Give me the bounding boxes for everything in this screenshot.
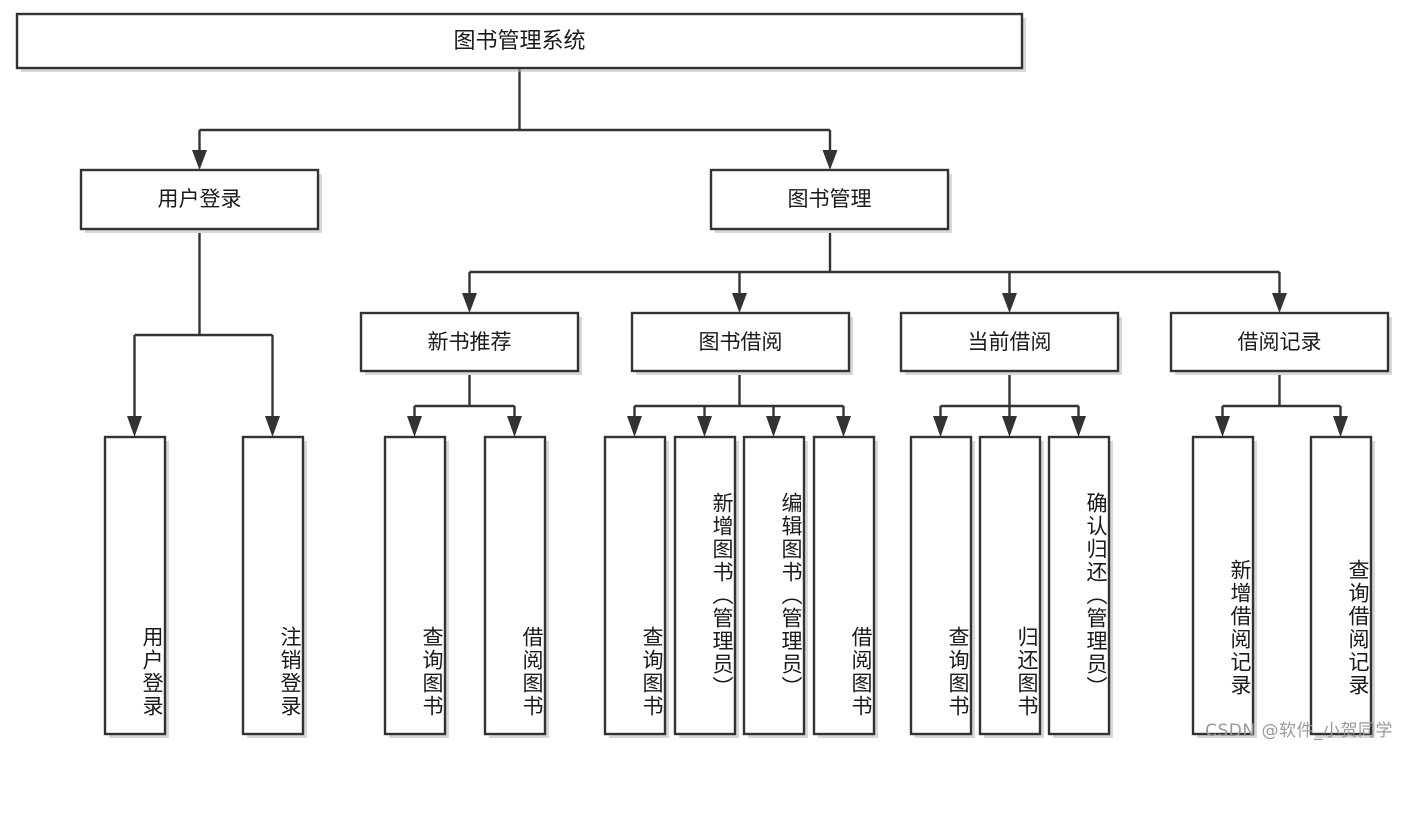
leaf-box-1[interactable]: [241, 435, 305, 736]
book-borrow-label: 图书借阅: [699, 330, 783, 354]
arrow-book-borrow-leaf1: [627, 416, 642, 437]
node-new-book-recommend[interactable]: 新书推荐: [359, 311, 582, 375]
node-user-login[interactable]: 用户登录: [79, 168, 322, 233]
node-borrow-record[interactable]: 借阅记录: [1169, 311, 1392, 375]
arrow-book-borrow-leaf3: [766, 416, 781, 437]
node-book-management[interactable]: 图书管理: [709, 168, 952, 233]
leaf-box-6[interactable]: [742, 435, 806, 736]
leaf-box-12[interactable]: [1309, 435, 1373, 736]
arrow-user-login-leaf2: [265, 416, 280, 437]
arrow-to-current-borrow: [1002, 293, 1017, 313]
node-current-borrow[interactable]: 当前借阅: [899, 311, 1122, 375]
new-book-box: [359, 311, 580, 373]
user-login-label: 用户登录: [158, 187, 242, 211]
new-book-label: 新书推荐: [428, 330, 512, 354]
arrow-current-borrow-leaf3: [1071, 416, 1086, 437]
arrow-new-book-leaf1: [407, 416, 422, 437]
leaf-box-10[interactable]: [1047, 435, 1111, 736]
current-borrow-label: 当前借阅: [968, 330, 1052, 354]
hierarchy-diagram-svg: 图书管理系统 用户登录 图书管理 新书推荐 图书借阅 当前借阅: [15, 12, 1392, 738]
leaf-box-layer: [103, 435, 1375, 738]
borrow-record-box: [1169, 311, 1390, 373]
leaf-box-0[interactable]: [103, 435, 167, 736]
arrow-to-book-mgmt: [822, 150, 838, 170]
arrow-to-borrow-record: [1272, 293, 1287, 313]
leaf-box-2[interactable]: [383, 435, 447, 736]
arrow-user-login-leaf1: [127, 416, 142, 437]
arrow-to-book-borrow: [732, 293, 747, 313]
current-borrow-box: [899, 311, 1120, 373]
leaf-box-7[interactable]: [812, 435, 876, 736]
arrow-book-borrow-leaf2: [697, 416, 712, 437]
leaf-box-3[interactable]: [483, 435, 547, 736]
user-login-box: [79, 168, 320, 231]
arrow-borrow-record-leaf1: [1215, 416, 1230, 437]
diagram-canvas: 图书管理系统 用户登录 图书管理 新书推荐 图书借阅 当前借阅: [15, 12, 1393, 741]
node-root-system[interactable]: 图书管理系统: [15, 12, 1026, 72]
connector-layer: [127, 68, 1348, 437]
leaf-box-5[interactable]: [673, 435, 737, 736]
arrow-borrow-record-leaf2: [1333, 416, 1348, 437]
book-mgmt-box: [709, 168, 950, 231]
leaf-box-9[interactable]: [978, 435, 1042, 736]
arrow-book-borrow-leaf4: [836, 416, 851, 437]
watermark-text: CSDN @软件_小贺同学: [1205, 721, 1393, 741]
node-book-borrow[interactable]: 图书借阅: [630, 311, 853, 375]
leaf-box-4[interactable]: [603, 435, 667, 736]
arrow-to-user-login: [192, 150, 207, 170]
book-borrow-box: [630, 311, 851, 373]
book-mgmt-label: 图书管理: [788, 187, 872, 211]
root-box: [15, 12, 1024, 70]
arrow-current-borrow-leaf2: [1002, 416, 1017, 437]
leaf-box-8[interactable]: [909, 435, 973, 736]
root-label: 图书管理系统: [453, 29, 585, 54]
arrow-new-book-leaf2: [507, 416, 522, 437]
borrow-record-label: 借阅记录: [1238, 330, 1322, 354]
arrow-current-borrow-leaf1: [933, 416, 948, 437]
leaf-box-11[interactable]: [1191, 435, 1255, 736]
arrow-to-new-book: [462, 293, 477, 313]
